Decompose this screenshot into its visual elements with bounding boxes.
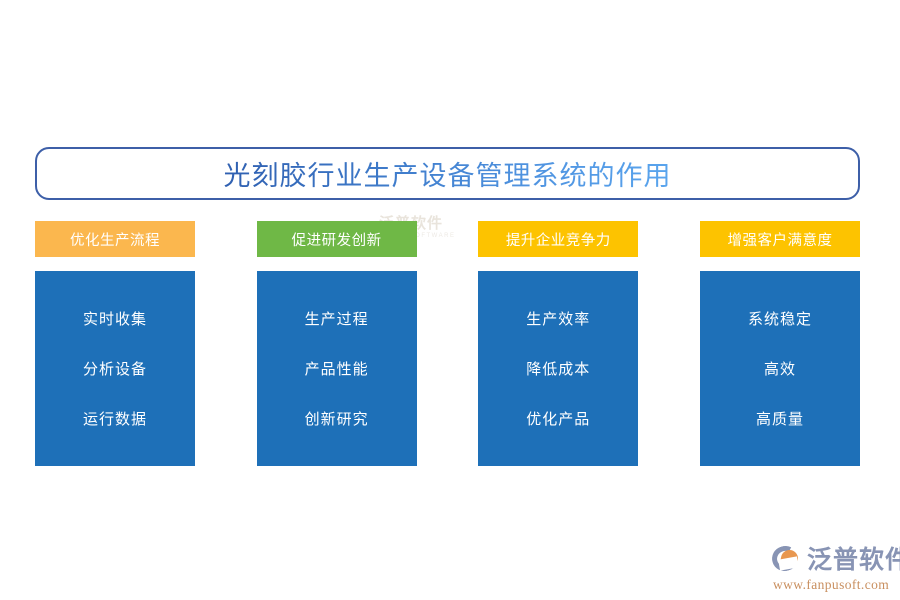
column-header-3[interactable]: 提升企业竞争力 <box>478 221 639 257</box>
column-header-2[interactable]: 促进研发创新 <box>256 221 417 257</box>
column-body-4: 系统稳定 高效 高质量 <box>699 271 860 466</box>
fanpu-logo-icon <box>768 542 802 574</box>
list-item: 产品性能 <box>304 360 369 378</box>
list-item: 系统稳定 <box>747 310 812 328</box>
page-title: 光刻胶行业生产设备管理系统的作用 <box>224 154 672 193</box>
column-promote-innovation: 促进研发创新 生产过程 产品性能 创新研究 <box>256 221 417 466</box>
list-item: 高效 <box>763 360 796 378</box>
list-item: 生产过程 <box>304 310 369 328</box>
column-header-1[interactable]: 优化生产流程 <box>35 221 195 257</box>
columns-container: 优化生产流程 实时收集 分析设备 运行数据 促进研发创新 生产过程 产品性能 创… <box>35 221 860 466</box>
column-customer-satisfaction: 增强客户满意度 系统稳定 高效 高质量 <box>699 221 860 466</box>
column-header-4[interactable]: 增强客户满意度 <box>699 221 860 257</box>
list-item: 降低成本 <box>526 360 591 378</box>
list-item: 运行数据 <box>82 410 147 428</box>
list-item: 优化产品 <box>526 410 591 428</box>
list-item: 创新研究 <box>304 410 369 428</box>
brand-row: 泛普软件 <box>768 540 900 576</box>
column-enhance-competitiveness: 提升企业竞争力 生产效率 降低成本 优化产品 <box>478 221 639 466</box>
column-body-1: 实时收集 分析设备 运行数据 <box>35 271 195 466</box>
list-item: 高质量 <box>755 410 804 428</box>
column-optimize-production: 优化生产流程 实时收集 分析设备 运行数据 <box>35 221 195 466</box>
brand-logo: 泛普软件 www.fanpusoft.com <box>768 540 900 593</box>
list-item: 生产效率 <box>526 310 591 328</box>
title-banner: 光刻胶行业生产设备管理系统的作用 <box>35 147 860 200</box>
list-item: 分析设备 <box>82 360 147 378</box>
column-body-3: 生产效率 降低成本 优化产品 <box>478 271 639 466</box>
column-body-2: 生产过程 产品性能 创新研究 <box>256 271 417 466</box>
logo-fan-cutout <box>778 555 799 571</box>
list-item: 实时收集 <box>82 310 147 328</box>
brand-name: 泛普软件 <box>807 545 900 574</box>
brand-url: www.fanpusoft.com <box>773 577 890 592</box>
